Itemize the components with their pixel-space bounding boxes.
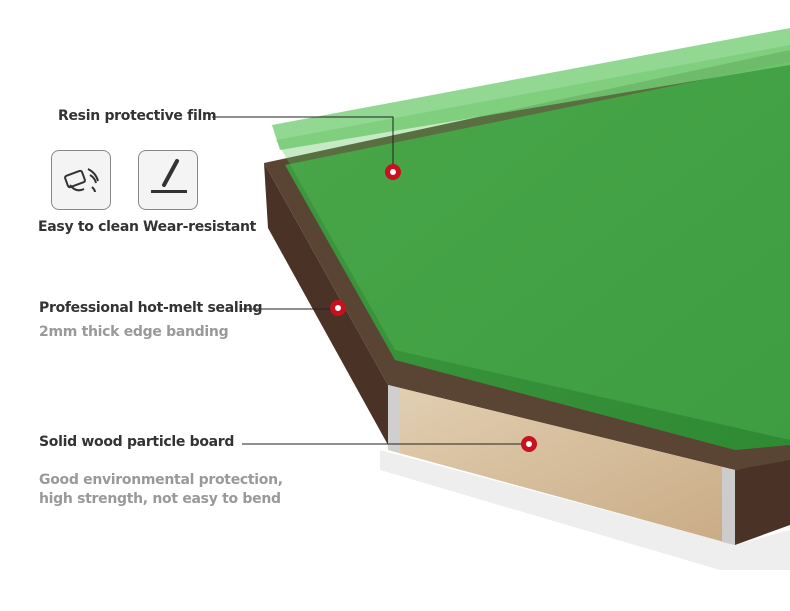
resin-film-overlay [276, 45, 790, 440]
particle-board-face [388, 385, 735, 545]
easy-to-clean-label: Easy to clean [38, 219, 139, 235]
shadow [380, 450, 790, 570]
marker-board [521, 436, 537, 452]
board-sublabel-1: Good environmental protection, [39, 472, 283, 488]
edge-banding-left [264, 163, 388, 445]
edge-banding-right [735, 460, 790, 545]
sealing-label: Professional hot-melt sealing [39, 300, 263, 316]
wear-resistant-label: Wear-resistant [143, 219, 257, 235]
edge-strip-right [722, 467, 735, 545]
sealing-sublabel: 2mm thick edge banding [39, 324, 229, 340]
hand-wipe-icon [51, 150, 111, 210]
edge-strip [388, 385, 400, 452]
board-sublabel-2: high strength, not easy to bend [39, 491, 281, 507]
resin-film-label: Resin protective film [58, 108, 217, 124]
leader-line-resin [212, 116, 394, 172]
marker-resin [385, 164, 401, 180]
marker-sealing [330, 300, 346, 316]
particle-board-label: Solid wood particle board [39, 434, 235, 450]
decor-surface [285, 62, 790, 450]
resin-film [272, 28, 790, 150]
scraper-icon [138, 150, 198, 210]
